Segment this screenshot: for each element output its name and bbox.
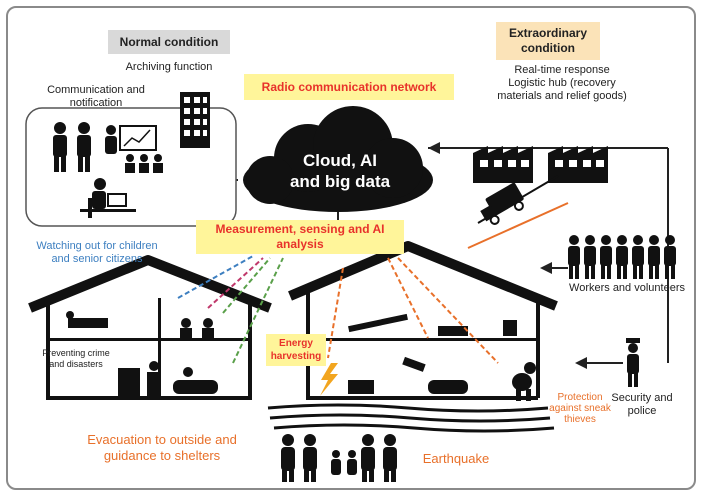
energy-line1: Energy — [279, 338, 313, 349]
family-icon — [281, 434, 397, 482]
protection-line3: thieves — [564, 414, 596, 425]
watching-line2: and senior citizens — [51, 253, 143, 265]
earthquake-waves — [267, 403, 555, 433]
evacuation-line2: guidance to shelters — [103, 448, 221, 463]
energy-harvesting-label: Energy harvesting — [266, 334, 326, 366]
earthquake-label: Earthquake — [422, 451, 490, 466]
sensing-arrows — [177, 255, 499, 364]
arrows-right-side — [540, 262, 623, 369]
extraordinary-title-line1: Extraordinary — [508, 26, 588, 40]
radio-network-label: Radio communication network — [244, 74, 454, 100]
workers-label: Workers and volunteers — [569, 282, 685, 294]
worker-crowd-icon — [568, 235, 676, 279]
normal-condition-subtitle: Archiving function — [125, 61, 213, 73]
diagram-graphics — [25, 92, 676, 482]
measurement-line2: analysis — [276, 237, 324, 251]
watching-line1: Watching out for children — [36, 240, 158, 252]
communication-line1: Communication and — [47, 84, 145, 96]
cloud-line2: and big data — [289, 172, 391, 191]
police-officer-icon — [626, 338, 640, 387]
extraordinary-title-line2: condition — [521, 41, 575, 55]
watching-label: Watching out for children and senior cit… — [22, 240, 172, 266]
lightning-icon — [320, 363, 338, 396]
extraordinary-line1: Real-time response — [514, 64, 610, 76]
house-icon — [28, 255, 272, 400]
protection-line2: against sneak — [549, 403, 611, 414]
preventing-line1: Preventing crime — [42, 348, 110, 358]
preventing-line2: and disasters — [49, 359, 103, 369]
meeting-people-icon — [53, 122, 91, 172]
cloud-icon — [243, 106, 433, 212]
extraordinary-line3: materials and relief goods) — [497, 90, 627, 102]
measurement-line1: Measurement, sensing and AI — [215, 222, 385, 236]
office-building-icon — [180, 92, 210, 148]
factory-icon — [473, 146, 608, 183]
house-icon — [288, 241, 558, 400]
extraordinary-condition-box: Extraordinary condition — [496, 22, 600, 60]
protection-label: Protection against sneak thieves — [542, 392, 618, 425]
evacuation-label: Evacuation to outside and guidance to sh… — [62, 432, 262, 464]
cloud-line1: Cloud, AI — [303, 151, 377, 170]
truck-icon — [477, 175, 559, 225]
preventing-label: Preventing crime and disasters — [28, 348, 124, 370]
extraordinary-description: Real-time response Logistic hub (recover… — [482, 64, 642, 103]
cloud-label: Cloud, AI and big data — [270, 150, 410, 192]
orange-arrow — [467, 202, 569, 249]
normal-condition-box: Normal condition — [108, 30, 230, 54]
protection-line1: Protection — [557, 392, 603, 403]
evacuation-line1: Evacuation to outside and — [87, 432, 237, 447]
energy-line2: harvesting — [270, 351, 322, 362]
communication-line2: notification — [69, 97, 123, 109]
communication-label: Communication and notification — [26, 84, 166, 110]
security-line2: police — [627, 405, 657, 417]
thief-icon — [512, 362, 536, 401]
security-label: Security and police — [606, 392, 678, 418]
presentation-icon — [105, 125, 163, 173]
security-line1: Security and — [611, 392, 673, 404]
measurement-label: Measurement, sensing and AI analysis — [196, 220, 404, 254]
diagram-frame: Normal condition Archiving function Extr… — [6, 6, 696, 490]
extraordinary-line2: Logistic hub (recovery — [508, 77, 616, 89]
desk-worker-icon — [80, 178, 136, 218]
